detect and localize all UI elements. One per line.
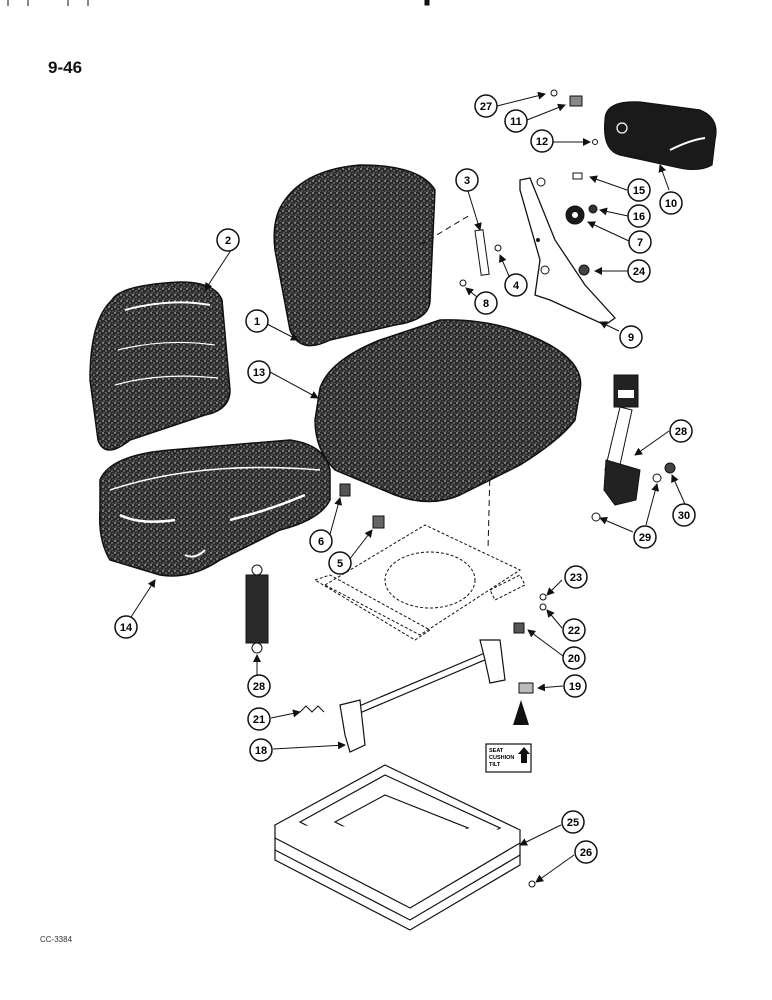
callout-11: 11 — [504, 109, 528, 133]
armrest-bracket — [519, 177, 616, 326]
callout-29: 29 — [633, 525, 657, 549]
hardware-pieces — [299, 89, 676, 888]
callout-22: 22 — [562, 618, 586, 642]
callout-5: 5 — [328, 551, 352, 575]
svg-text:23: 23 — [570, 572, 582, 584]
decal-line1: SEAT — [489, 748, 504, 754]
svg-text:22: 22 — [568, 625, 580, 637]
callout-28-right: 28 — [669, 419, 693, 443]
decal-line3: TILT — [489, 762, 501, 768]
callout-14: 14 — [114, 615, 138, 639]
callout-18: 18 — [249, 738, 273, 762]
svg-text:15: 15 — [633, 185, 645, 197]
decal-pointer — [513, 700, 529, 725]
callout-3: 3 — [455, 168, 479, 192]
suspension-base — [273, 764, 522, 931]
seat-belt-buckle — [603, 374, 641, 506]
svg-text:18: 18 — [255, 745, 267, 757]
callout-4: 4 — [504, 273, 528, 297]
callout-1: 1 — [245, 309, 269, 333]
backrest-standard — [273, 164, 436, 347]
callouts: 27 11 12 10 3 15 16 7 24 4 8 9 2 1 13 28… — [114, 94, 696, 864]
svg-text:3: 3 — [464, 175, 470, 187]
svg-text:30: 30 — [678, 510, 690, 522]
callout-13: 13 — [247, 360, 271, 384]
leader-lines — [130, 91, 686, 883]
registration-marks — [7, 0, 430, 6]
callout-10: 10 — [659, 191, 683, 215]
backrest-deluxe — [89, 281, 231, 451]
callout-26: 26 — [574, 840, 598, 864]
seat-cushion-deluxe — [98, 439, 331, 577]
callout-16: 16 — [627, 204, 651, 228]
svg-text:7: 7 — [637, 237, 643, 249]
svg-text:28: 28 — [675, 426, 687, 438]
seat-cushion-tilt-decal: SEAT CUSHION TILT — [485, 743, 532, 773]
svg-text:24: 24 — [633, 266, 646, 278]
adjustment-knob — [565, 205, 585, 225]
callout-9: 9 — [619, 325, 643, 349]
svg-text:14: 14 — [120, 622, 133, 634]
svg-text:27: 27 — [480, 101, 492, 113]
decal-line2: CUSHION — [489, 755, 514, 761]
svg-text:20: 20 — [568, 653, 580, 665]
callout-8: 8 — [474, 291, 498, 315]
dashed-leader — [487, 469, 491, 551]
callout-15: 15 — [627, 178, 651, 202]
svg-text:9: 9 — [628, 332, 634, 344]
callout-2: 2 — [216, 228, 240, 252]
armrest — [603, 101, 717, 171]
callout-23: 23 — [564, 565, 588, 589]
callout-30: 30 — [672, 503, 696, 527]
seat-belt-retractor — [245, 564, 269, 654]
callout-12: 12 — [530, 129, 554, 153]
svg-text:10: 10 — [665, 198, 677, 210]
callout-21: 21 — [247, 707, 271, 731]
svg-text:29: 29 — [639, 532, 651, 544]
svg-text:6: 6 — [318, 536, 324, 548]
tilt-rod — [339, 639, 506, 753]
callout-6: 6 — [309, 529, 333, 553]
callout-28-left: 28 — [247, 674, 271, 698]
svg-text:12: 12 — [536, 136, 548, 148]
svg-text:19: 19 — [569, 681, 581, 693]
callout-7: 7 — [628, 230, 652, 254]
seat-mounting-plate — [313, 524, 526, 641]
svg-text:13: 13 — [253, 367, 265, 379]
page-number: 9-46 — [48, 58, 83, 77]
svg-text:11: 11 — [510, 116, 522, 128]
seat-cushion-standard — [314, 319, 582, 503]
callout-25: 25 — [561, 810, 585, 834]
callout-27: 27 — [474, 94, 498, 118]
svg-text:25: 25 — [567, 817, 579, 829]
svg-text:4: 4 — [513, 280, 520, 292]
callout-19: 19 — [563, 674, 587, 698]
svg-text:21: 21 — [253, 714, 265, 726]
svg-text:1: 1 — [254, 316, 260, 328]
svg-text:28: 28 — [253, 681, 265, 693]
figure-code: CC-3384 — [40, 935, 73, 944]
svg-text:5: 5 — [337, 558, 343, 570]
callout-20: 20 — [562, 646, 586, 670]
svg-text:26: 26 — [580, 847, 592, 859]
svg-text:8: 8 — [483, 298, 489, 310]
callout-24: 24 — [627, 259, 651, 283]
svg-text:16: 16 — [633, 211, 645, 223]
svg-text:2: 2 — [225, 235, 231, 247]
